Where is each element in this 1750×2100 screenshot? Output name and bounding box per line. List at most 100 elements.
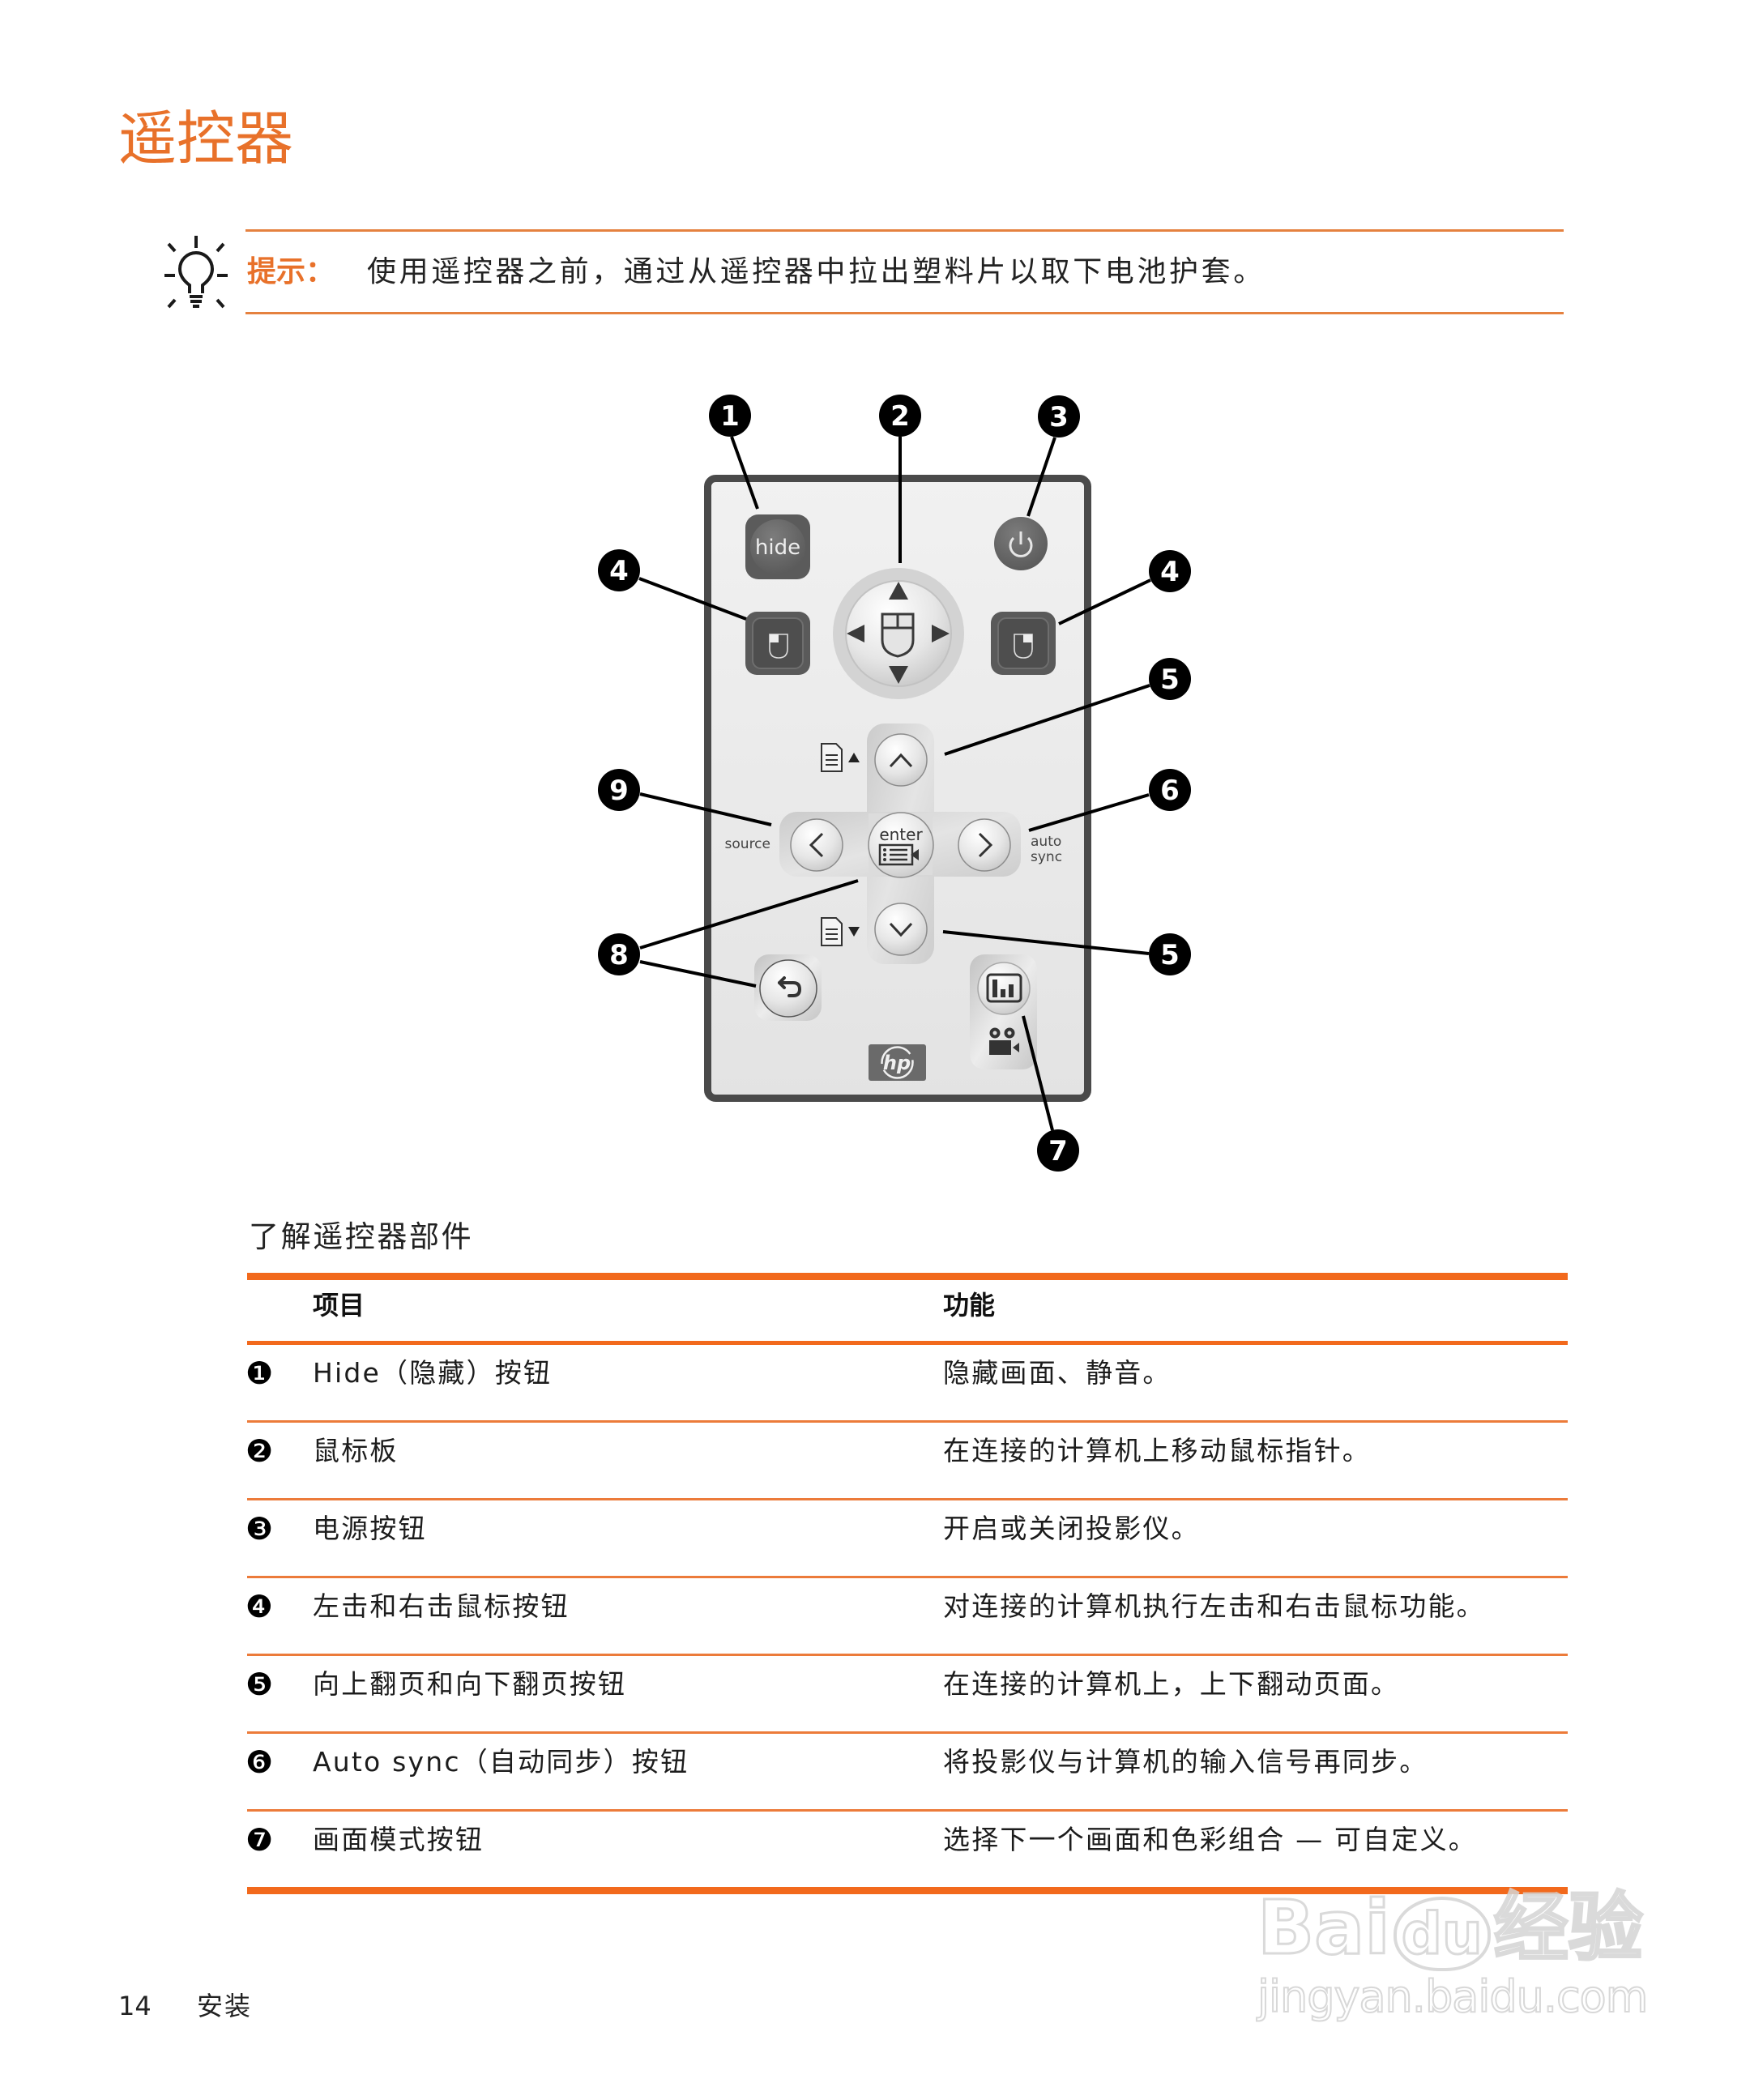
header-function: 功能 <box>943 1290 996 1321</box>
table-row: ❷ 鼠标板 在连接的计算机上移动鼠标指针。 <box>245 1423 1568 1500</box>
table-row: ❺ 向上翻页和向下翻页按钮 在连接的计算机上，上下翻动页面。 <box>245 1656 1568 1734</box>
watermark-brand-cn: 经验 <box>1492 1884 1644 1971</box>
mouse-icon <box>881 612 915 658</box>
power-button <box>994 517 1048 570</box>
table-row: ❸ 电源按钮 开启或关闭投影仪。 <box>245 1500 1568 1578</box>
auto-label: auto <box>1031 834 1061 850</box>
page-number: 14 <box>118 1991 152 2021</box>
row-function: 开启或关闭投影仪。 <box>943 1513 1200 1544</box>
row-function: 在连接的计算机上，上下翻动页面。 <box>943 1668 1400 1700</box>
svg-text:1: 1 <box>720 400 740 433</box>
arrow-right-icon <box>932 625 950 642</box>
svg-text:8: 8 <box>609 939 629 971</box>
callout-7: 7 <box>1037 1129 1079 1172</box>
hide-label: hide <box>755 536 800 560</box>
arrow-left-icon <box>847 625 864 642</box>
callout-3: 3 <box>1038 395 1080 438</box>
callout-5-top: 5 <box>1149 658 1191 700</box>
row-item: 左击和右击鼠标按钮 <box>313 1590 570 1622</box>
enter-label: enter <box>879 825 923 844</box>
table-row: ❹ 左击和右击鼠标按钮 对连接的计算机执行左击和右击鼠标功能。 <box>245 1578 1568 1656</box>
svg-text:2: 2 <box>890 400 910 433</box>
chevron-right-icon <box>978 832 993 858</box>
page-down-button <box>874 903 928 956</box>
table-row: ❻ Auto sync（自动同步）按钮 将投影仪与计算机的输入信号再同步。 <box>245 1734 1568 1812</box>
svg-text:5: 5 <box>1160 664 1180 696</box>
row-function: 在连接的计算机上移动鼠标指针。 <box>943 1435 1371 1466</box>
callout-8: 8 <box>598 933 640 975</box>
right-click-button <box>991 612 1056 675</box>
number-badge-icon: ❸ <box>245 1511 274 1547</box>
svg-text:3: 3 <box>1049 401 1069 433</box>
callout-5-bottom: 5 <box>1149 933 1191 975</box>
row-item: 电源按钮 <box>313 1513 427 1544</box>
right-click-mouse-icon <box>1014 634 1033 659</box>
svg-text:9: 9 <box>609 775 629 807</box>
header-item: 项目 <box>313 1290 365 1321</box>
page-up-marker-icon <box>821 743 860 772</box>
return-arrow-icon <box>778 976 801 997</box>
number-badge-icon: ❶ <box>245 1355 274 1391</box>
picture-mode-button <box>970 954 1037 1069</box>
section-name: 安装 <box>197 1991 253 2021</box>
hp-logo-text: hp <box>883 1052 911 1074</box>
arrow-up-icon <box>889 582 908 600</box>
row-item: 画面模式按钮 <box>313 1824 484 1855</box>
row-item: 鼠标板 <box>313 1435 399 1466</box>
page-title: 遥控器 <box>118 105 294 173</box>
table-row: ❼ 画面模式按钮 选择下一个画面和色彩组合 — 可自定义。 <box>245 1812 1568 1887</box>
watermark-brand-a: Bai <box>1257 1884 1392 1971</box>
row-item: Auto sync（自动同步）按钮 <box>313 1746 689 1778</box>
movie-camera-icon <box>989 1027 1019 1055</box>
row-function: 隐藏画面、静音。 <box>943 1357 1172 1389</box>
bar-chart-icon <box>986 973 1022 1003</box>
tip-top-rule <box>245 229 1564 232</box>
callout-leader-lines <box>638 436 1151 1131</box>
left-click-mouse-icon <box>769 634 788 659</box>
number-badge-icon: ❷ <box>245 1433 274 1469</box>
remote-control-diagram: hide <box>598 395 1191 1172</box>
svg-text:7: 7 <box>1048 1135 1068 1167</box>
enter-button: enter <box>868 812 934 878</box>
auto-sync-button <box>958 818 1011 872</box>
table-bottom-rule <box>247 1887 1568 1894</box>
watermark-url: jingyan.baidu.com <box>1257 1970 1649 2023</box>
callout-4-right: 4 <box>1149 550 1191 592</box>
source-label: source <box>725 836 770 852</box>
svg-text:4: 4 <box>1160 556 1180 588</box>
page-down-marker-icon <box>821 917 860 946</box>
components-table: 项目 功能 ❶ Hide（隐藏）按钮 隐藏画面、静音。 ❷ 鼠标板 在连接的计算… <box>245 1273 1568 1894</box>
number-badge-icon: ❺ <box>245 1667 274 1702</box>
menu-icon <box>878 843 919 866</box>
number-badge-icon: ❹ <box>245 1589 274 1624</box>
chevron-up-icon <box>889 753 913 768</box>
page-up-button <box>874 733 928 787</box>
table-header: 项目 功能 <box>247 1280 1568 1345</box>
row-function: 对连接的计算机执行左击和右击鼠标功能。 <box>943 1590 1485 1622</box>
arrow-down-icon <box>889 666 908 684</box>
lightbulb-icon <box>164 236 228 309</box>
number-badge-icon: ❻ <box>245 1744 274 1780</box>
number-badge-icon: ❼ <box>245 1822 274 1858</box>
callout-4-left: 4 <box>598 549 640 591</box>
sync-label: sync <box>1031 849 1062 865</box>
left-click-button <box>745 612 810 675</box>
svg-text:4: 4 <box>609 555 629 587</box>
power-icon <box>1009 531 1033 557</box>
row-item: Hide（隐藏）按钮 <box>313 1357 553 1389</box>
paw-icon: du <box>1393 1897 1491 1971</box>
watermark-brand-b: du <box>1400 1900 1483 1969</box>
row-function: 将投影仪与计算机的输入信号再同步。 <box>943 1746 1428 1778</box>
back-button <box>754 954 822 1021</box>
chevron-left-icon <box>809 832 824 858</box>
table-row: ❶ Hide（隐藏）按钮 隐藏画面、静音。 <box>245 1345 1568 1423</box>
tip-label: 提示： <box>247 255 335 288</box>
tip-text: 使用遥控器之前，通过从遥控器中拉出塑料片以取下电池护套。 <box>367 255 1266 288</box>
table-caption: 了解遥控器部件 <box>249 1219 474 1254</box>
hide-button: hide <box>745 514 810 579</box>
chevron-down-icon <box>889 922 913 937</box>
hp-logo: hp <box>869 1044 926 1081</box>
mouse-pad <box>833 568 964 699</box>
